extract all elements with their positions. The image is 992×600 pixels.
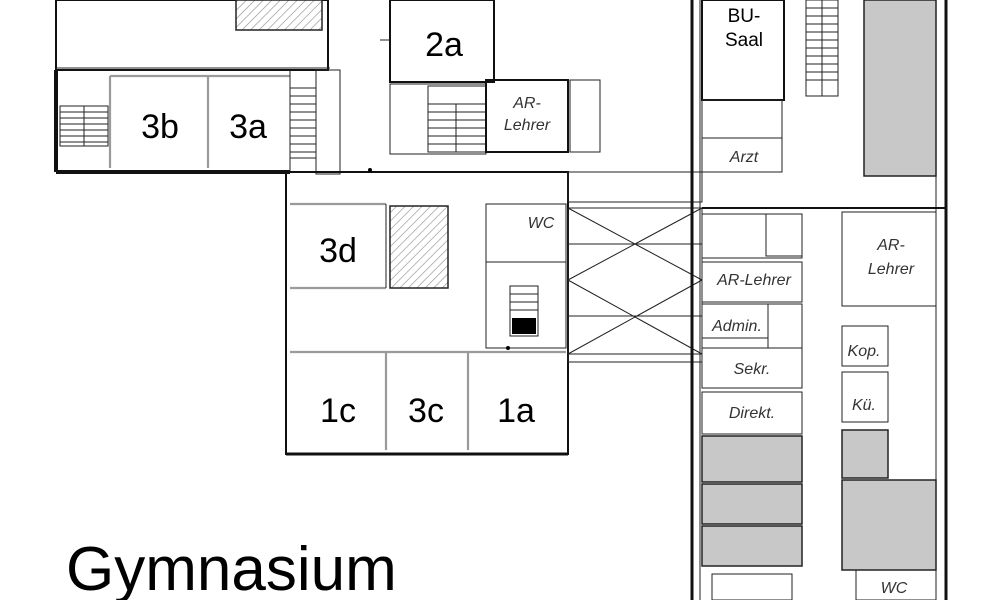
shaded-room-right-1 [841,429,889,479]
ar-lehrer-top-label-line2: Lehrer [504,117,551,134]
room-1a-label: 1a [497,392,535,430]
shaded-room-top-right [863,0,937,177]
room-2a-label: 2a [425,26,463,64]
ar-lehrer-mid-label: AR-Lehrer [716,272,791,289]
room-3b-label: 3b [141,108,179,146]
bridge [567,171,703,363]
stairs-3a [290,95,316,153]
shaded-room-right-2 [841,479,937,571]
bu-saal-label-line1: BU- [728,6,761,27]
wc-center-label: WC [528,215,555,232]
direkt-label: Direkt. [729,405,775,422]
wing-top-left [54,0,341,175]
room-3c-label: 3c [408,392,444,430]
sekr-label: Sekr. [734,361,771,378]
admin-label: Admin. [711,318,762,335]
building-title: Gymnasium [66,535,397,600]
shaded-room-left-3 [701,525,803,567]
hatched-area-top [235,0,323,31]
stairs-center [428,103,486,152]
ar-lehrer-right-label-line2: Lehrer [868,261,915,278]
wc-bottom-label: WC [881,580,908,597]
kue-label: Kü. [852,397,876,414]
shaded-room-left-1 [701,435,803,483]
ar-lehrer-top-label-line1: AR- [512,95,541,112]
room-3a-label: 3a [229,108,267,146]
kop-label: Kop. [848,343,881,360]
stairs-center-lower [509,285,539,337]
room-1c-label: 1c [320,392,356,430]
stairs-left [59,105,109,147]
wing-center [285,0,601,456]
room-3d-label: 3d [319,232,357,270]
shaded-room-left-2 [701,483,803,525]
wing-right [690,0,948,600]
bu-saal-label-line2: Saal [725,30,763,51]
hatched-area-center [389,205,449,289]
ar-lehrer-right-label-line1: AR- [876,237,905,254]
arzt-label: Arzt [729,149,759,166]
stairs-right-top [806,0,838,96]
